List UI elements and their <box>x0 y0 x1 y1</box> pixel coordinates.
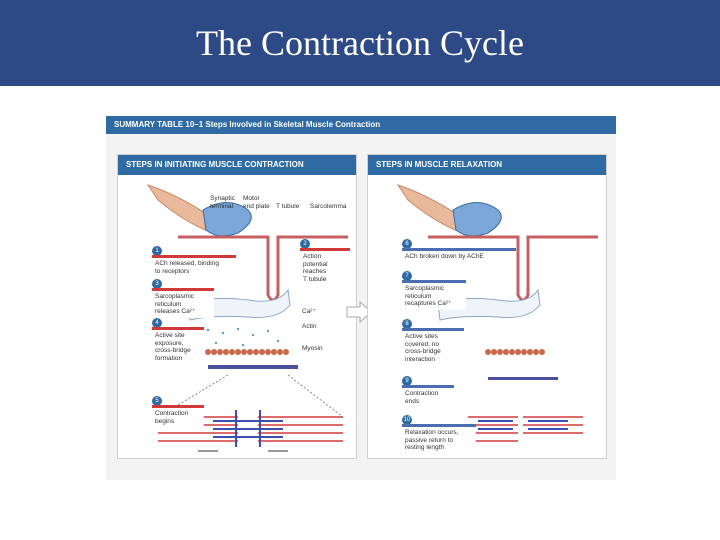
figure-header-text: SUMMARY TABLE 10–1 Steps Involved in Ske… <box>114 120 381 129</box>
figure-header: SUMMARY TABLE 10–1 Steps Involved in Ske… <box>106 116 616 134</box>
step-4-text: Active site exposure, cross-bridge forma… <box>152 327 204 364</box>
sarcomere-myosin-lines <box>478 420 568 430</box>
sarcomere-actin-lines <box>468 416 583 442</box>
synaptic-terminal-shape <box>452 202 502 237</box>
step-9-text: Contraction ends <box>402 385 454 407</box>
right-panel-title: STEPS IN MUSCLE RELAXATION <box>376 160 503 169</box>
step-9-number: 9 <box>402 376 412 386</box>
label-actin: Actin <box>302 323 317 330</box>
step-4-number: 4 <box>152 318 162 328</box>
label-ca: Ca²⁺ <box>302 308 316 315</box>
step-10-number: 10 <box>402 415 412 425</box>
step-7-number: 7 <box>402 271 412 281</box>
left-panel-header: STEPS IN INITIATING MUSCLE CONTRACTION <box>118 155 356 175</box>
myosin-filament <box>208 365 298 369</box>
right-panel-header: STEPS IN MUSCLE RELAXATION <box>368 155 606 175</box>
step-5-number: 5 <box>152 396 162 406</box>
sarcoplasmic-reticulum-shape <box>437 288 541 321</box>
step-10-text: Relaxation occurs, passive return to res… <box>402 424 476 454</box>
label-sarcolemma: Sarcolemma <box>310 203 347 210</box>
calcium-dots <box>196 327 280 347</box>
step-8-text: Active sites covered, no cross-bridge in… <box>402 328 464 365</box>
label-synaptic-terminal: Synaptic terminal <box>210 195 235 210</box>
right-panel-illustration <box>396 184 598 442</box>
step-6-number: 6 <box>402 239 412 249</box>
sarcomere-myosin-lines <box>213 420 283 438</box>
step-6-text: ACh broken down by AChE <box>402 248 516 263</box>
left-panel-title: STEPS IN INITIATING MUSCLE CONTRACTION <box>126 160 304 169</box>
step-5-text: Contraction begins <box>152 405 204 427</box>
step-3-number: 3 <box>152 279 162 289</box>
right-panel: STEPS IN MUSCLE RELAXATION 6 <box>367 154 607 459</box>
left-panel: STEPS IN INITIATING MUSCLE CONTRACTION <box>117 154 357 459</box>
step-1-text: ACh released, binding to receptors <box>152 255 236 277</box>
step-7-text: Sarcoplasmic reticulum recaptures Ca²⁺ <box>402 280 466 310</box>
myosin-filament <box>488 377 558 380</box>
step-8-number: 8 <box>402 319 412 329</box>
synaptic-terminal-shape <box>202 202 252 237</box>
title-bar <box>0 0 720 86</box>
step-1-number: 1 <box>152 246 162 256</box>
summary-figure: SUMMARY TABLE 10–1 Steps Involved in Ske… <box>106 116 616 480</box>
transition-arrow-icon <box>346 301 372 323</box>
label-motor-end-plate: Motor end plate <box>243 195 270 210</box>
actin-filament <box>485 349 545 355</box>
z-lines <box>235 410 261 447</box>
step-2-text: Action potential reaches T tubule <box>300 248 350 285</box>
slide-title: The Contraction Cycle <box>196 23 524 63</box>
step-2-number: 2 <box>300 239 310 249</box>
actin-filament <box>205 349 289 355</box>
step-3-text: Sarcoplasmic reticulum releases Ca²⁺ <box>152 288 214 318</box>
label-t-tubule: T tubule <box>276 203 300 210</box>
label-myosin: Myosin <box>302 345 323 352</box>
